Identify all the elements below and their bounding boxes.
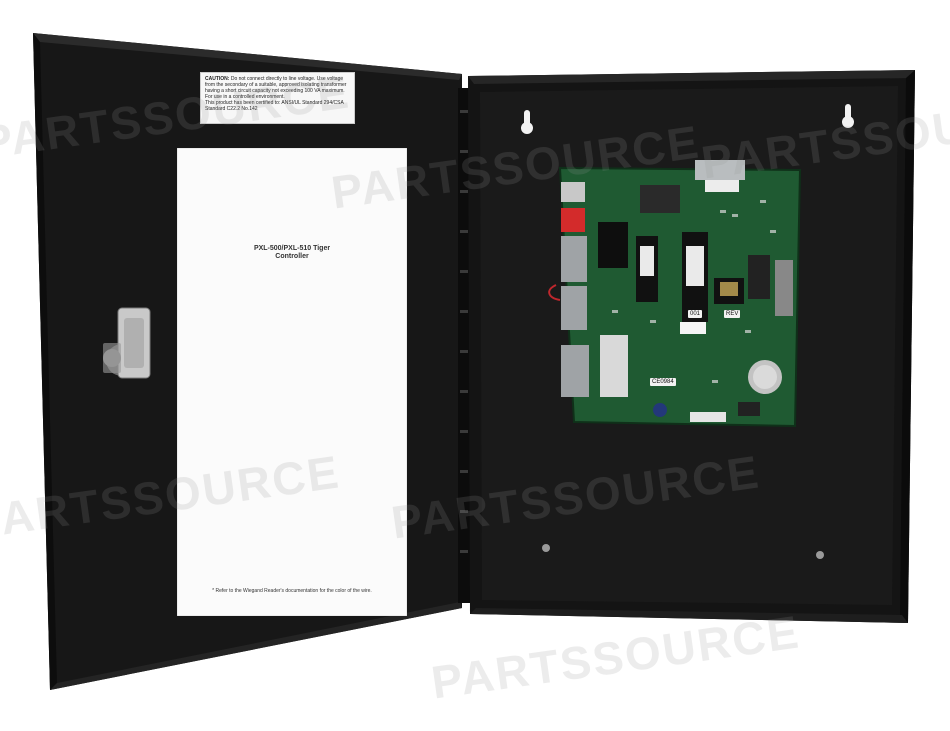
- cam-lock: [103, 307, 151, 379]
- mounting-screws: [542, 544, 824, 559]
- caution-heading: CAUTION:: [205, 76, 230, 82]
- ce-sticker: CE0984: [650, 378, 676, 386]
- board-label-rev: REV: [724, 310, 741, 318]
- controller-board: [558, 160, 802, 428]
- caution-label: CAUTION: Do not connect directly to line…: [200, 72, 355, 124]
- diagram-footnote: * Refer to the Wiegand Reader's document…: [212, 588, 372, 594]
- hinge: [458, 88, 470, 603]
- diagram-title: PXL-500/PXL-510 Tiger Controller: [253, 245, 331, 260]
- certification-text: This product has been certified to: ANSI…: [205, 100, 344, 112]
- mounting-keyholes: [521, 104, 854, 134]
- caution-text: Do not connect directly to line voltage.…: [205, 76, 347, 100]
- board-label-001: 001: [688, 310, 703, 318]
- wiring-diagram-sheet: PXL-500/PXL-510 Tiger Controller * Refer…: [177, 148, 407, 616]
